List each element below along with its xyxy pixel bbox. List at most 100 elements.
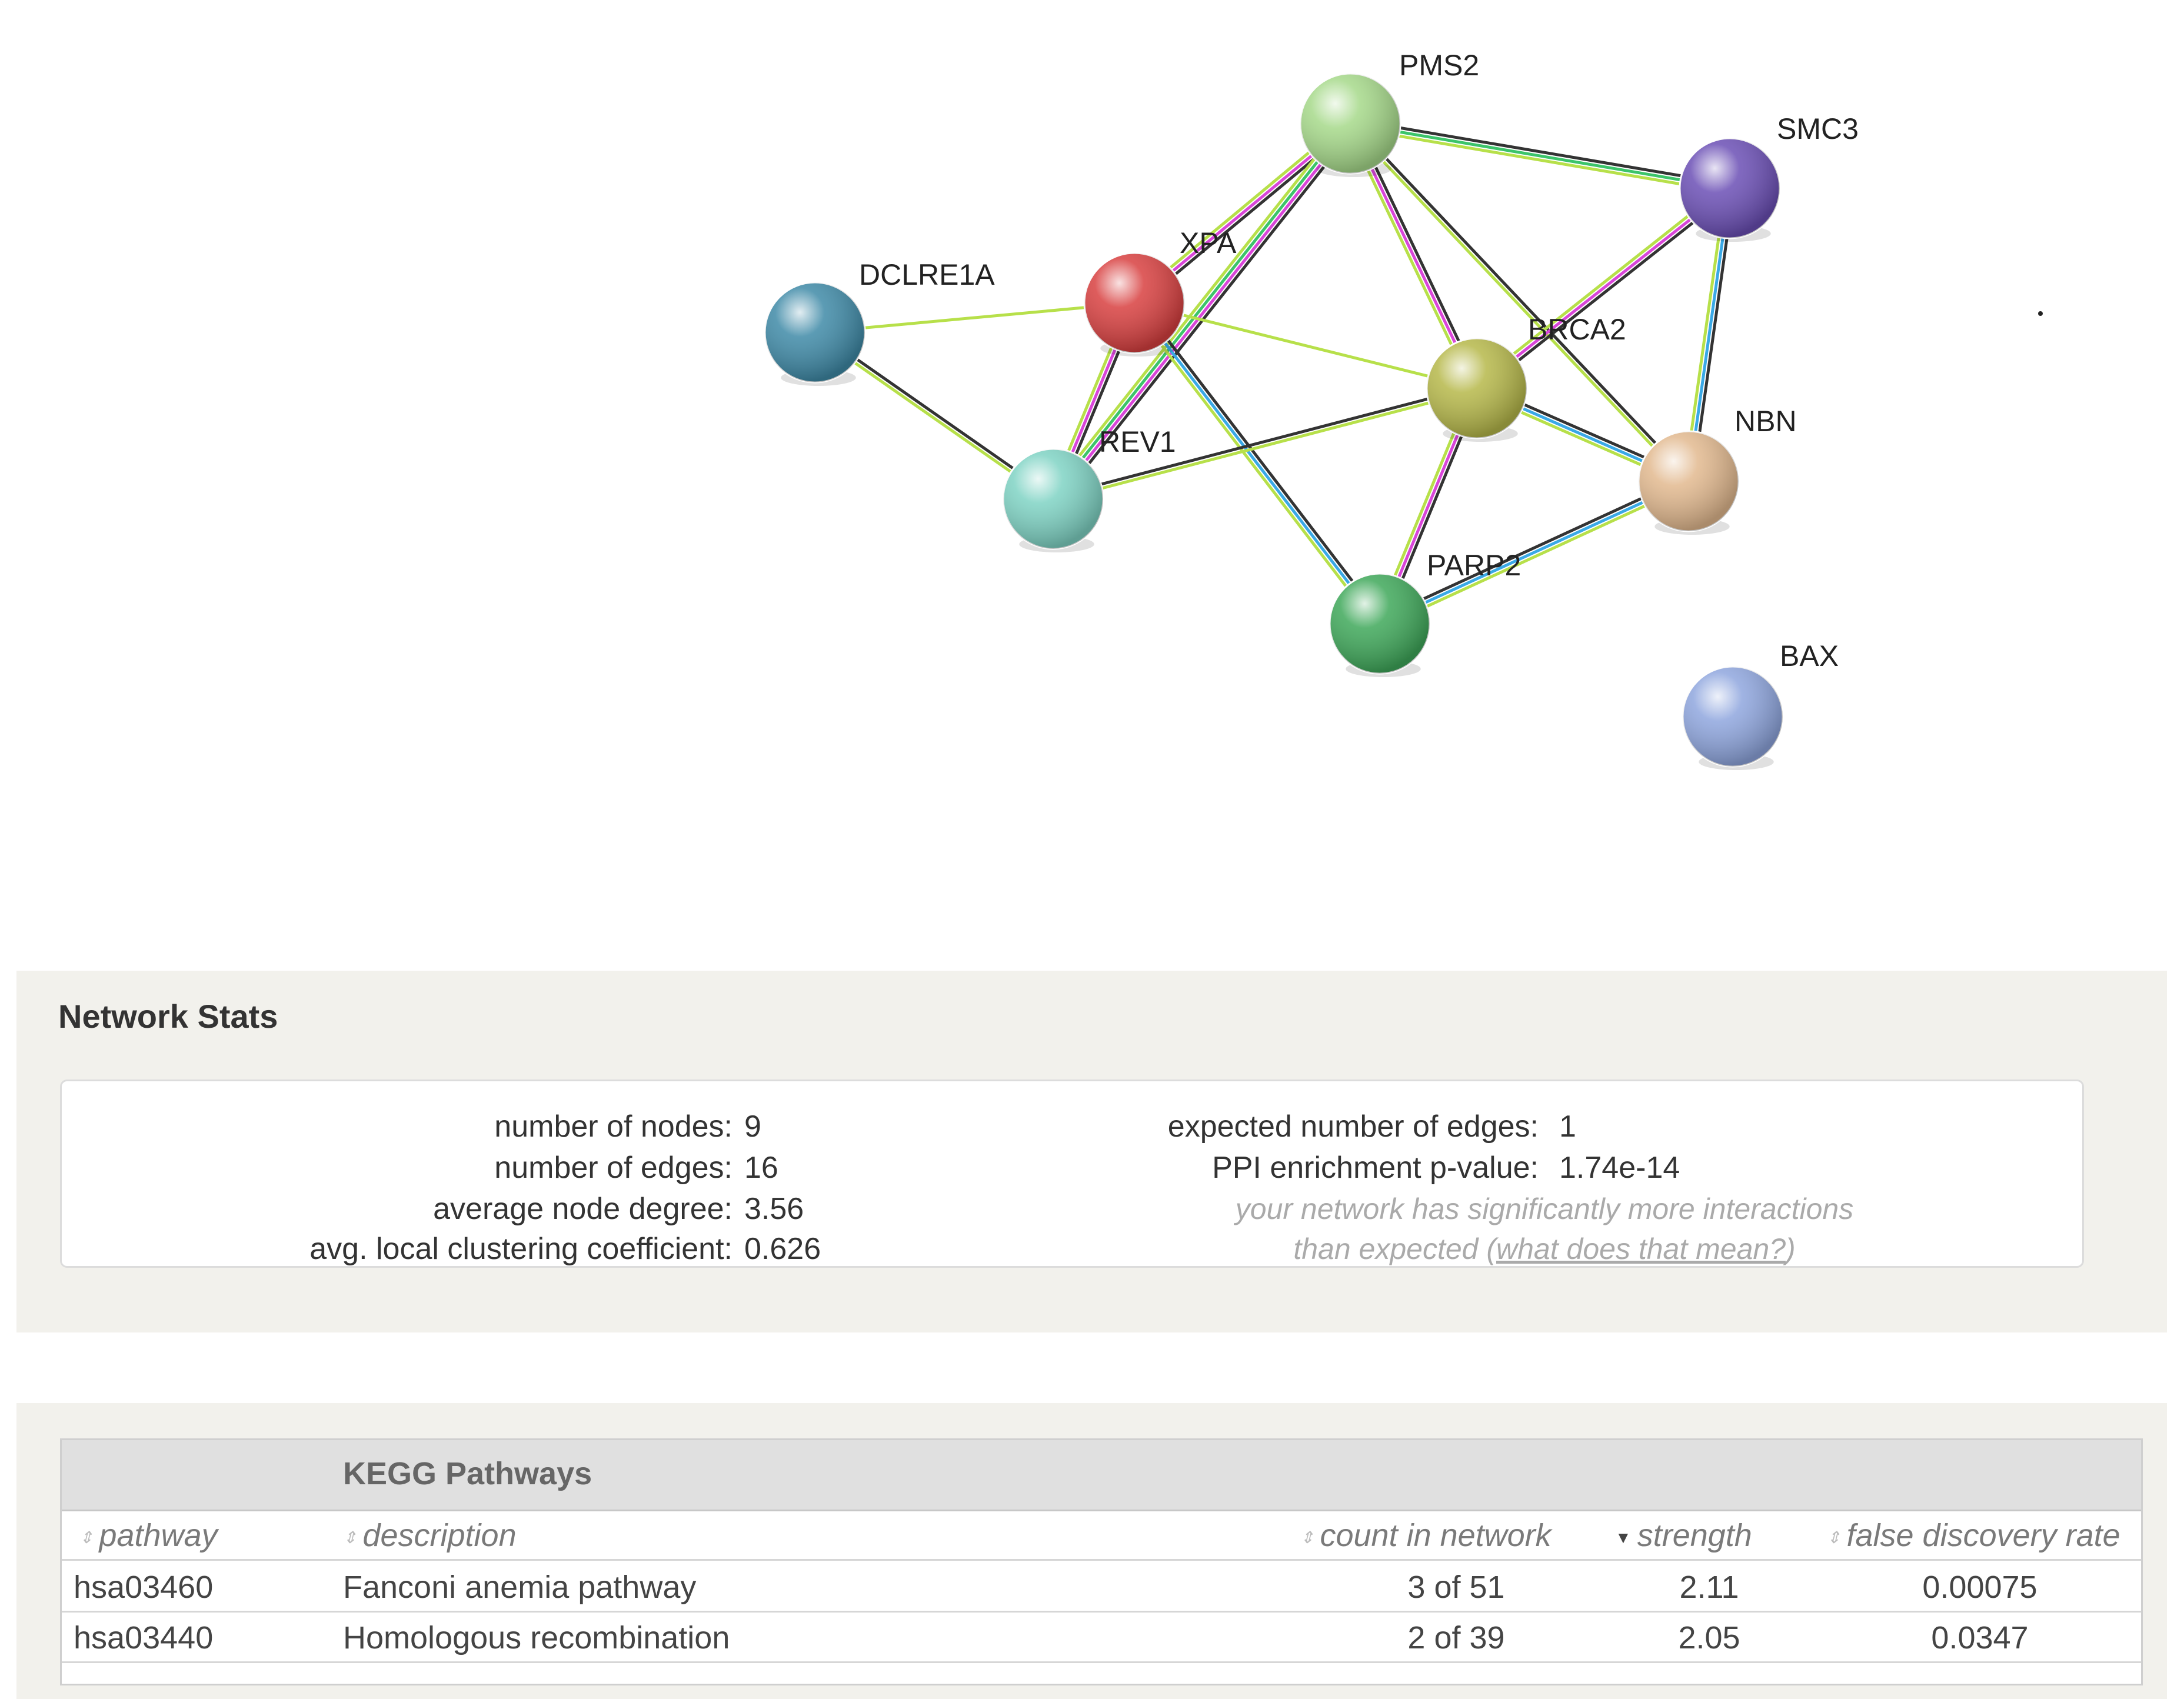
edge-evidence-line xyxy=(1347,124,1689,484)
sort-arrows-icon: ⇕ xyxy=(1300,1528,1314,1547)
edge-evidence-line xyxy=(1053,388,1478,502)
cell-pathway: hsa03460 xyxy=(74,1570,214,1605)
row-divider xyxy=(62,1611,2141,1613)
node-bax[interactable]: BAX xyxy=(1682,639,1839,770)
edge-evidence-line xyxy=(1377,476,1688,621)
stray-dot xyxy=(2038,311,2043,316)
stat-label: PPI enrichment p-value: xyxy=(1212,1151,1539,1185)
edge-evidence-line xyxy=(814,301,1135,334)
node-rev1[interactable]: REV1 xyxy=(1002,425,1176,552)
node-gloss xyxy=(1084,253,1184,353)
enrichment-note-line2: than expected (what does that mean?) xyxy=(1162,1228,1927,1270)
edge-evidence-line xyxy=(1134,301,1477,390)
node-label: REV1 xyxy=(1099,425,1176,458)
sort-arrows-icon: ⇕ xyxy=(343,1528,357,1547)
sort-descending-icon: ▼ xyxy=(1615,1528,1632,1547)
edge-rev1-brca2[interactable] xyxy=(1052,385,1478,502)
node-label: NBN xyxy=(1734,405,1797,438)
sort-arrows-icon: ⇕ xyxy=(79,1528,94,1547)
stat-value: 1 xyxy=(1559,1110,1576,1144)
edge-pms2-smc3[interactable] xyxy=(1349,118,1731,194)
network-edges xyxy=(813,118,1736,629)
edge-evidence-line xyxy=(1349,126,1730,194)
note-prefix: than expected ( xyxy=(1293,1232,1497,1265)
cell-fdr: 0.0347 xyxy=(1931,1620,2029,1655)
edge-smc3-brca2[interactable] xyxy=(1473,184,1733,393)
kegg-table-header: KEGG Pathways xyxy=(62,1440,2141,1511)
node-label: DCLRE1A xyxy=(859,258,995,291)
column-header-pathway[interactable]: ⇕ pathway xyxy=(79,1514,218,1557)
node-label: PARP2 xyxy=(1427,549,1521,582)
column-header-label: pathway xyxy=(99,1518,218,1553)
node-dclre1a[interactable]: DCLRE1A xyxy=(764,258,995,386)
node-gloss xyxy=(1639,431,1739,531)
kegg-pathways-panel: KEGG Pathways ⇕ pathway ⇕description ⇕cou… xyxy=(16,1403,2167,1699)
edge-evidence-line xyxy=(1380,484,1691,629)
network-stats-box: number of nodes: 9 number of edges: 16 a… xyxy=(60,1080,2084,1268)
cell-description: Homologous recombination xyxy=(343,1620,730,1655)
node-nbn[interactable]: NBN xyxy=(1637,405,1797,535)
stat-label: expected number of edges: xyxy=(1167,1110,1539,1144)
edge-evidence-line xyxy=(1379,479,1690,625)
stat-value: 16 xyxy=(744,1151,778,1185)
stat-row-edges: number of edges: 16 xyxy=(62,1147,1062,1188)
column-header-label: false discovery rate xyxy=(1846,1518,2120,1553)
node-pms2[interactable]: PMS2 xyxy=(1299,49,1479,177)
node-label: SMC3 xyxy=(1777,112,1859,145)
cell-description: Fanconi anemia pathway xyxy=(343,1570,697,1605)
column-header-count[interactable]: ⇕count in network xyxy=(1300,1514,1552,1557)
edge-pms2-rev1[interactable] xyxy=(1047,118,1357,504)
stat-value: 1.74e-14 xyxy=(1559,1151,1680,1185)
column-header-description[interactable]: ⇕description xyxy=(343,1514,517,1557)
node-parp2[interactable]: PARP2 xyxy=(1329,549,1521,677)
row-divider xyxy=(62,1559,2141,1561)
edge-evidence-line xyxy=(1478,190,1733,393)
sort-arrows-icon: ⇕ xyxy=(1827,1528,1841,1547)
node-gloss xyxy=(1300,74,1400,174)
kegg-table-caption: KEGG Pathways xyxy=(343,1456,592,1491)
node-brca2[interactable]: BRCA2 xyxy=(1426,313,1626,442)
edge-dclre1a-xpa[interactable] xyxy=(814,301,1135,334)
kegg-table: KEGG Pathways ⇕ pathway ⇕description ⇕cou… xyxy=(60,1438,2143,1685)
column-header-strength[interactable]: ▼ strength xyxy=(1615,1514,1752,1557)
edge-pms2-nbn[interactable] xyxy=(1347,121,1692,484)
enrichment-note-line1: your network has significantly more inte… xyxy=(1235,1192,1854,1225)
edge-xpa-parp2[interactable] xyxy=(1130,299,1384,627)
column-header-label: strength xyxy=(1637,1518,1752,1553)
network-stats-panel: Network Stats number of nodes: 9 number … xyxy=(16,971,2167,1332)
edge-evidence-line xyxy=(1136,299,1384,622)
edge-evidence-line xyxy=(1052,385,1477,499)
edge-evidence-line xyxy=(1473,184,1729,387)
edge-evidence-line xyxy=(1350,118,1731,186)
node-xpa[interactable]: XPA xyxy=(1083,226,1237,357)
stat-value: 9 xyxy=(744,1110,761,1144)
stat-label: number of nodes: xyxy=(494,1110,733,1144)
what-does-that-mean-link[interactable]: what does that mean? xyxy=(1496,1232,1786,1265)
cell-pathway: hsa03440 xyxy=(74,1620,214,1655)
edge-evidence-line xyxy=(1350,121,1692,481)
network-stats-title: Network Stats xyxy=(58,998,278,1035)
stat-row-degree: average node degree: 3.56 xyxy=(62,1188,1062,1230)
node-smc3[interactable]: SMC3 xyxy=(1679,112,1859,242)
note-suffix: ) xyxy=(1786,1232,1796,1265)
cell-strength: 2.11 xyxy=(1679,1570,1739,1605)
stat-value: 0.626 xyxy=(744,1232,821,1266)
node-label: PMS2 xyxy=(1399,49,1479,82)
cell-count: 2 of 39 xyxy=(1407,1620,1505,1655)
edge-parp2-nbn[interactable] xyxy=(1377,476,1691,629)
stat-label: average node degree: xyxy=(433,1192,733,1226)
edge-evidence-line xyxy=(1476,187,1731,389)
edge-xpa-brca2[interactable] xyxy=(1134,301,1477,390)
node-label: BAX xyxy=(1780,639,1839,672)
column-header-fdr[interactable]: ⇕ false discovery rate xyxy=(1827,1514,2120,1557)
stat-label: number of edges: xyxy=(494,1151,733,1185)
stat-row-clustering: avg. local clustering coefficient: 0.626 xyxy=(62,1228,1062,1270)
cell-fdr: 0.00075 xyxy=(1922,1570,2037,1605)
node-gloss xyxy=(1330,574,1430,674)
node-label: XPA xyxy=(1180,226,1237,259)
edge-evidence-line xyxy=(1350,122,1730,190)
node-gloss xyxy=(1680,138,1780,238)
stat-row-nodes: number of nodes: 9 xyxy=(62,1106,1062,1147)
